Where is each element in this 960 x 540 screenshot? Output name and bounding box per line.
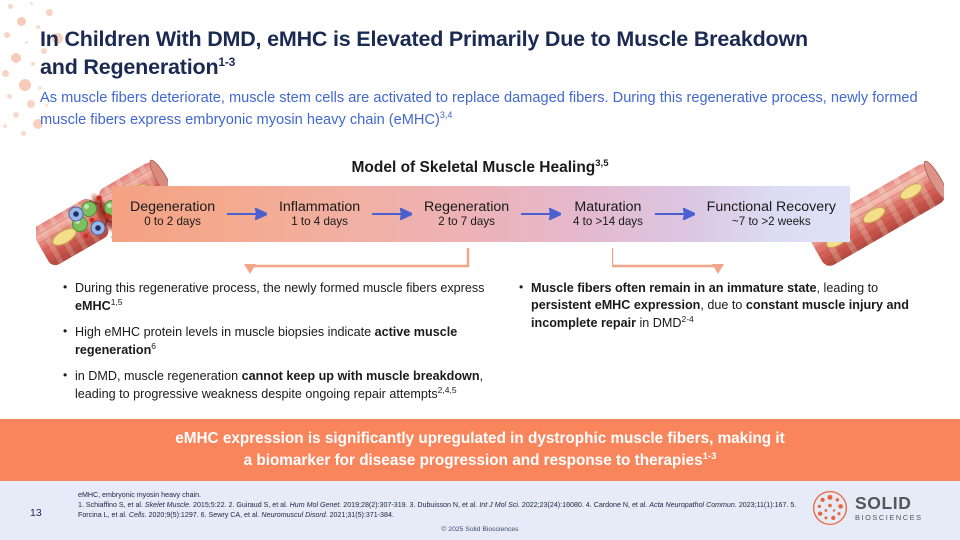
logo-name: SOLID [855,492,912,513]
solid-biosciences-logo: SOLID BIOSCIENCES [812,490,923,526]
stage-name: Functional Recovery [706,198,836,215]
key-message-banner: eMHC expression is significantly upregul… [0,419,960,481]
stage-duration: 1 to 4 days [291,215,348,229]
bullet-list-right: Muscle fibers often remain in an immatur… [518,279,928,341]
list-item: in DMD, muscle regeneration cannot keep … [62,367,512,403]
references: eMHC, embryonic myosin heavy chain. 1. S… [78,490,798,520]
stage-maturation: Maturation 4 to >14 days [572,198,643,229]
stage-name: Inflammation [278,198,361,215]
stage-arrow-4 [643,208,707,220]
stage-duration: 2 to 7 days [438,215,495,229]
model-heading-superscript: 3,5 [595,158,609,169]
stage-functional-recovery: Functional Recovery ~7 to >2 weeks [706,198,836,229]
list-item: High eMHC protein levels in muscle biops… [62,323,512,359]
connector-arrow-left [236,248,472,282]
reference-list: 1. Schiaffino S, et al. Skelet Muscle. 2… [78,501,797,520]
logo-tagline: BIOSCIENCES [855,513,923,523]
abbreviation-note: eMHC, embryonic myosin heavy chain. [78,491,202,499]
stage-duration: ~7 to >2 weeks [732,215,811,229]
stage-duration: 0 to 2 days [144,215,201,229]
stage-name: Maturation [574,198,642,215]
slide-number: 13 [30,507,42,519]
footer [0,481,960,540]
stage-regeneration: Regeneration 2 to 7 days [423,198,510,229]
stage-degeneration: Degeneration 0 to 2 days [130,198,216,229]
title-line-2: and Regeneration [40,54,219,79]
banner-line-2: a biomarker for disease progression and … [243,452,703,470]
list-item: Muscle fibers often remain in an immatur… [518,279,928,332]
stage-arrow-1 [215,208,279,220]
stage-arrow-2 [360,208,424,220]
model-heading-text: Model of Skeletal Muscle Healing [351,159,596,177]
stage-name: Degeneration [130,198,216,215]
connector-arrow-right [612,248,812,282]
title-line-1: In Children With DMD, eMHC is Elevated P… [40,27,808,51]
muscle-healing-stage-bar: Degeneration 0 to 2 days Inflammation 1 … [112,186,850,242]
subtitle: As muscle fibers deteriorate, muscle ste… [40,88,920,130]
title-superscript: 1-3 [218,54,236,69]
banner-superscript: 1-3 [702,450,717,462]
subtitle-text: As muscle fibers deteriorate, muscle ste… [40,90,918,128]
stage-arrow-3 [509,208,573,220]
stage-name: Regeneration [423,198,510,215]
stage-duration: 4 to >14 days [572,215,643,229]
solid-logo-icon [812,490,848,526]
model-heading: Model of Skeletal Muscle Healing3,5 [0,158,960,177]
bullet-list-left: During this regenerative process, the ne… [62,279,512,413]
stage-inflammation: Inflammation 1 to 4 days [278,198,361,229]
subtitle-superscript: 3,4 [439,109,453,120]
banner-line-1: eMHC expression is significantly upregul… [175,430,785,448]
list-item: During this regenerative process, the ne… [62,279,512,315]
page-title: In Children With DMD, eMHC is Elevated P… [40,26,935,81]
copyright-notice: © 2025 Solid Biosciences [441,526,519,533]
